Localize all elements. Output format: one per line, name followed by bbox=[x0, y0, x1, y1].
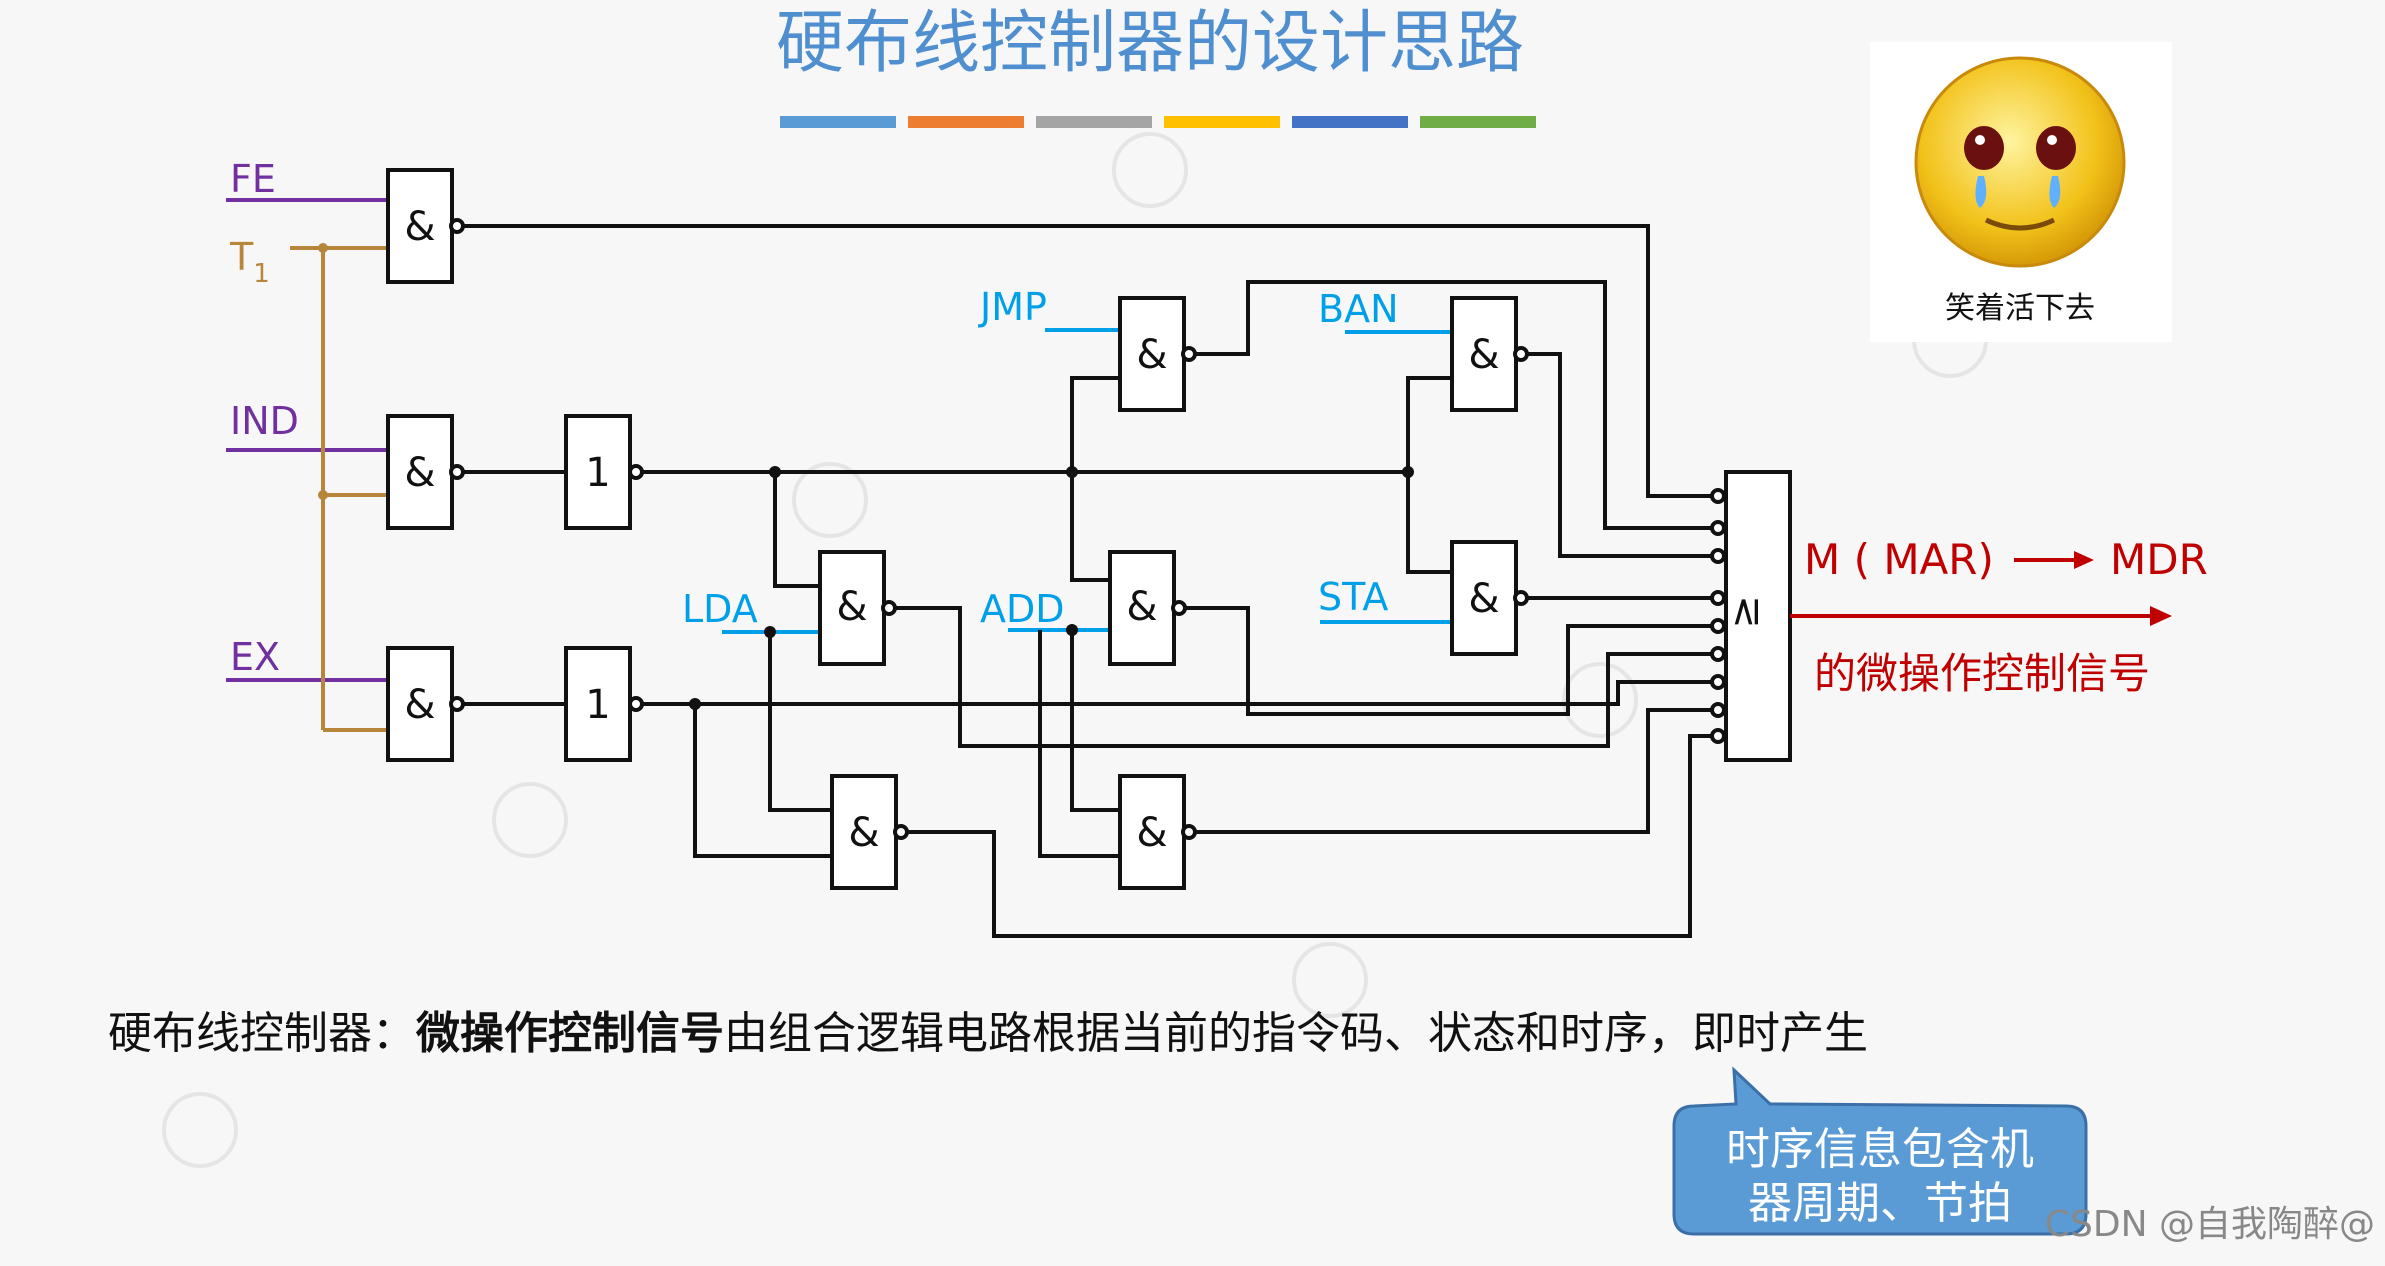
svg-text:&: & bbox=[1136, 332, 1167, 378]
eye-icon bbox=[1964, 126, 2004, 170]
and-gate-sta: & bbox=[1450, 540, 1529, 656]
output-arrow bbox=[1790, 551, 2172, 626]
label-sta: STA bbox=[1318, 575, 1388, 619]
and-gate-add-ex: & bbox=[1118, 774, 1197, 890]
title-bar-blue bbox=[780, 116, 896, 128]
csdn-watermark: CSDN @自我陶醉@ bbox=[2045, 1204, 2375, 1245]
callout-box: 时序信息包含机 器周期、节拍 bbox=[1672, 1066, 2088, 1236]
label-add: ADD bbox=[980, 587, 1065, 631]
internal-wires bbox=[462, 224, 1718, 938]
t1-junction bbox=[318, 243, 328, 253]
title-color-bars bbox=[780, 116, 1536, 128]
title-bar-gray bbox=[1036, 116, 1152, 128]
label-ind: IND bbox=[230, 399, 299, 443]
and-gate-ban: & bbox=[1450, 296, 1529, 412]
svg-text:&: & bbox=[404, 682, 435, 728]
output-target-label: MDR bbox=[2110, 535, 2208, 584]
svg-text:&: & bbox=[836, 584, 867, 630]
and-gate-ind: & bbox=[386, 414, 465, 530]
svg-text:&: & bbox=[404, 204, 435, 250]
title-bar-darkblue bbox=[1292, 116, 1408, 128]
tear-icon bbox=[1975, 176, 1987, 208]
label-ex: EX bbox=[230, 635, 280, 679]
tear-icon bbox=[2049, 176, 2061, 208]
and-gate-lda: & bbox=[818, 550, 897, 666]
label-lda: LDA bbox=[682, 587, 758, 631]
output-caption: 的微操作控制信号 bbox=[1814, 649, 2150, 698]
eye-icon bbox=[2036, 126, 2076, 170]
svg-text:&: & bbox=[1126, 584, 1157, 630]
and-gate-lda-ex: & bbox=[830, 774, 909, 890]
callout-line1: 时序信息包含机 bbox=[1726, 1124, 2034, 1175]
label-fe: FE bbox=[230, 157, 276, 201]
label-jmp: JMP bbox=[978, 285, 1047, 329]
or-gate-ind: 1 bbox=[564, 414, 644, 530]
input-wires bbox=[226, 198, 388, 732]
and-gate-jmp: & bbox=[1118, 296, 1197, 412]
label-ban: BAN bbox=[1318, 287, 1399, 331]
title-bar-orange bbox=[908, 116, 1024, 128]
label-t1: T1 bbox=[229, 235, 270, 289]
or-gate-ex: 1 bbox=[564, 646, 644, 762]
and-gate-add: & bbox=[1108, 550, 1187, 666]
meme-caption: 笑着活下去 bbox=[1945, 291, 2095, 326]
and-gate-fe: & bbox=[386, 168, 465, 284]
meme-sticker: 笑着活下去 bbox=[1870, 42, 2172, 342]
svg-text:&: & bbox=[1136, 810, 1167, 856]
svg-text:&: & bbox=[404, 450, 435, 496]
svg-text:&: & bbox=[848, 810, 879, 856]
and-gate-ex: & bbox=[386, 646, 465, 762]
wire-t1 bbox=[290, 246, 388, 732]
output-signal-label: M ( MAR) bbox=[1804, 535, 1994, 584]
description-text: 硬布线控制器：微操作控制信号由组合逻辑电路根据当前的指令码、状态和时序，即时产生 bbox=[108, 1008, 1868, 1059]
title-bar-yellow bbox=[1164, 116, 1280, 128]
page-title: 硬布线控制器的设计思路 bbox=[776, 4, 1524, 83]
title-bar-green bbox=[1420, 116, 1536, 128]
svg-text:&: & bbox=[1468, 576, 1499, 622]
svg-text:≥: ≥ bbox=[1722, 595, 1768, 629]
t1-junction bbox=[318, 490, 328, 500]
svg-text:1: 1 bbox=[585, 682, 610, 728]
callout-line2: 器周期、节拍 bbox=[1748, 1178, 2012, 1229]
svg-text:1: 1 bbox=[585, 450, 610, 496]
smile-mouth bbox=[1984, 217, 2056, 231]
smiley-icon bbox=[1914, 56, 2126, 268]
svg-text:&: & bbox=[1468, 332, 1499, 378]
or-gate-output: ≥ bbox=[1710, 470, 1792, 762]
wire-junctions bbox=[689, 466, 1414, 710]
